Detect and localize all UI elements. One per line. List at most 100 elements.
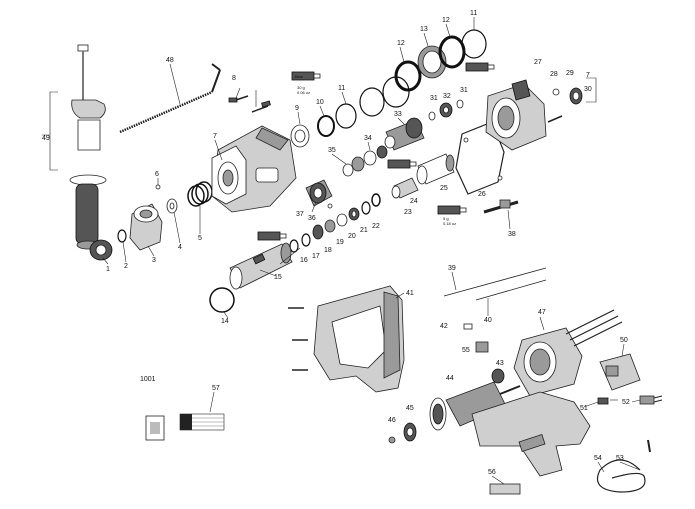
- bearing-flange-27: [485, 79, 547, 151]
- plug-52: [639, 395, 663, 405]
- label-20: 20: [348, 233, 356, 240]
- label-17: 17: [312, 253, 320, 260]
- capacitor-51: [597, 397, 609, 405]
- label-6: 6: [155, 171, 159, 178]
- label-28: 28: [550, 71, 558, 78]
- label-12a: 12: [397, 40, 405, 47]
- nut-46: [388, 436, 396, 444]
- label-50: 50: [620, 337, 628, 344]
- label-23: 23: [404, 209, 412, 216]
- ring-17: [301, 233, 311, 247]
- label-7: 7: [213, 133, 217, 140]
- ring-18: [312, 224, 324, 240]
- field-coil-47: [513, 309, 623, 397]
- label-42: 42: [440, 323, 448, 330]
- carbon-lead-39: [443, 267, 547, 297]
- label-14: 14: [221, 318, 229, 325]
- ring-12a: [394, 60, 422, 92]
- label-53: 53: [616, 455, 624, 462]
- label-38: 38: [508, 231, 516, 238]
- grease-tube-5: [257, 231, 287, 241]
- bearing-43: [491, 368, 505, 384]
- grease-amount-1: 30 g: [297, 85, 305, 90]
- part-42: [463, 323, 473, 330]
- power-cable-53: [596, 439, 651, 493]
- label-51: 51: [580, 405, 588, 412]
- grease-tube-3: [387, 159, 417, 169]
- label-31a: 31: [430, 95, 438, 102]
- label-7b: 7: [586, 72, 590, 79]
- label-11b: 11: [470, 10, 477, 17]
- carbon-lead-40: [475, 279, 547, 301]
- label-40: 40: [484, 317, 492, 324]
- ring-11b: [359, 87, 385, 117]
- ring-28: [552, 88, 560, 96]
- label-19: 19: [336, 239, 344, 246]
- label-5: 5: [198, 235, 202, 242]
- chuck-sleeve: [89, 239, 113, 261]
- label-43: 43: [496, 360, 504, 367]
- svg-text:0.06 oz: 0.06 oz: [297, 90, 310, 95]
- screw-30: [547, 115, 563, 123]
- part-labels: 1 2 3 4 5 6 7 8 9 10 11 12 13 12 11 15 1…: [42, 10, 630, 476]
- label-32: 32: [443, 93, 451, 100]
- grease-tube-2: [465, 62, 495, 72]
- label-9: 9: [295, 105, 299, 112]
- screws-8: [228, 95, 271, 113]
- locking-sleeve: [129, 203, 163, 251]
- ring-31b: [456, 99, 464, 109]
- label-46: 46: [388, 417, 396, 424]
- grease-amount-2: 5 g: [443, 216, 449, 221]
- svg-text:0.18 oz: 0.18 oz: [443, 221, 456, 226]
- label-12b: 12: [442, 17, 450, 24]
- ring-12b: [438, 35, 466, 69]
- intermediate-shaft-33: [384, 117, 425, 151]
- housing-screws: [288, 307, 308, 371]
- ring-11d: [461, 29, 487, 59]
- label-34: 34: [364, 135, 372, 142]
- side-handle-grip: [69, 174, 107, 250]
- switch-shaft-38: [483, 199, 519, 214]
- o-ring-14: [209, 287, 235, 313]
- grease-tube-text-1: Blue: [295, 74, 304, 79]
- washer-35: [342, 163, 354, 177]
- depth-stop-rod: [77, 44, 89, 100]
- leader-lines: [102, 17, 641, 485]
- spring-5: [187, 181, 213, 207]
- ring-10: [317, 115, 335, 137]
- label-49: 49: [42, 135, 50, 142]
- label-36: 36: [308, 215, 316, 222]
- housing-half-41: [313, 285, 405, 393]
- label-4: 4: [178, 244, 182, 251]
- grease-tube-1: Blue: [291, 71, 321, 81]
- label-26: 26: [478, 191, 486, 198]
- ring-19: [324, 219, 336, 233]
- label-18: 18: [324, 247, 332, 254]
- label-33: 33: [394, 111, 402, 118]
- ring-31a: [428, 111, 436, 121]
- armature-44: [429, 381, 521, 431]
- label-54: 54: [594, 455, 602, 462]
- label-48: 48: [166, 57, 174, 64]
- label-22: 22: [372, 223, 380, 230]
- hammer-tube-15: [229, 242, 293, 290]
- label-35: 35: [328, 147, 336, 154]
- label-1001: 1001: [140, 376, 156, 383]
- pin-37: [327, 203, 333, 209]
- o-ring-2: [117, 229, 127, 243]
- label-41: 41: [406, 290, 414, 297]
- ring-23: [371, 193, 381, 207]
- label-1: 1: [106, 266, 110, 273]
- label-45: 45: [406, 405, 414, 412]
- label-8: 8: [232, 75, 236, 82]
- label-10: 10: [316, 99, 324, 106]
- ball-6: [155, 184, 161, 190]
- gear-housing: [211, 125, 297, 213]
- housing-half-handle: [471, 391, 591, 477]
- label-56: 56: [488, 469, 496, 476]
- card-1001: [145, 415, 165, 441]
- label-52: 52: [622, 399, 630, 406]
- grease-tube-4: [437, 205, 467, 215]
- ring-11a: [335, 103, 357, 129]
